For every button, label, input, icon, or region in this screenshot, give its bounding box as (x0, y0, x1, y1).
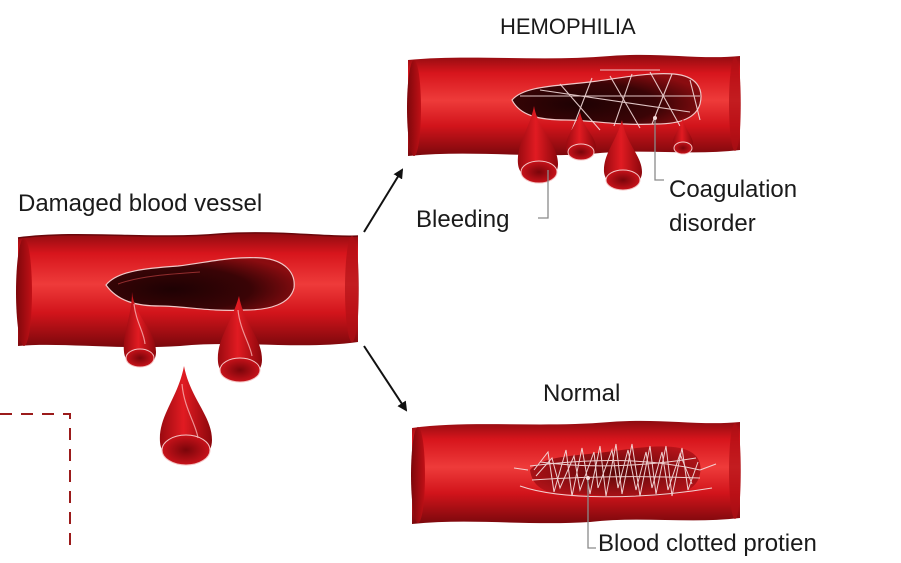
coagulation-label-line2: disorder (669, 207, 797, 241)
arrow-to-hemophilia (364, 170, 402, 232)
arrow-to-normal (364, 346, 406, 410)
normal-vessel (411, 421, 741, 524)
hemophilia-title: HEMOPHILIA (500, 14, 636, 40)
coagulation-disorder-label: Coagulation disorder (669, 173, 797, 241)
damaged-vessel (16, 233, 359, 347)
hemophilia-vessel-end (407, 60, 421, 156)
blood-drop (160, 366, 212, 465)
damaged-vessel-label: Damaged blood vessel (18, 190, 262, 219)
coagulation-label-line1: Coagulation (669, 173, 797, 207)
dashed-border (0, 414, 70, 553)
bleeding-label: Bleeding (416, 206, 509, 235)
blood-clotted-protein-label: Blood clotted protien (598, 530, 817, 559)
normal-label: Normal (543, 380, 620, 409)
normal-vessel-end (411, 427, 425, 523)
damaged-vessel-end (16, 238, 32, 346)
